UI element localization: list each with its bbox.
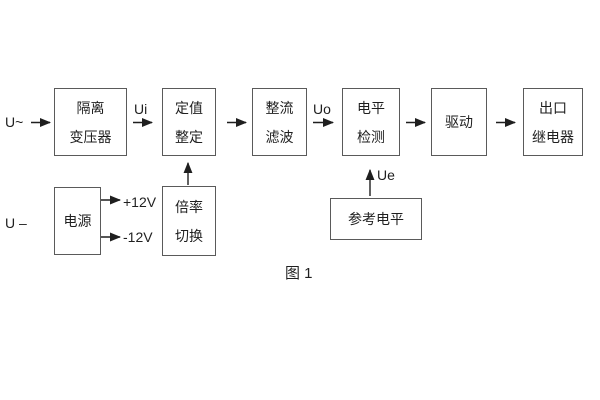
block-label: 电平 [357,99,385,116]
block-label: 驱动 [445,114,473,130]
block-rectify-filter: 整流 滤波 [252,88,307,156]
block-label: 定值 [175,99,203,116]
block-setpoint-adjust: 定值 整定 [162,88,216,156]
block-label: 切换 [175,227,203,244]
rail-label-plus12v: +12V [123,194,157,210]
block-isolation-transformer: 隔离 变压器 [54,88,127,156]
block-label: 整流 [265,99,294,116]
block-label: 电源 [63,213,92,229]
block-label: 继电器 [532,128,574,145]
rail-label-minus12v: -12V [123,229,153,245]
block-driver: 驱动 [431,88,487,156]
block-output-relay: 出口 继电器 [523,88,583,156]
block-label: 倍率 [175,198,203,215]
block-level-detect: 电平 检测 [342,88,400,156]
figure-caption: 图 1 [285,265,313,282]
input-label-dc: U – [5,215,27,231]
block-label: 隔离 [76,99,105,116]
signal-label-ui: Ui [134,101,148,117]
block-power-supply: 电源 [54,187,101,255]
block-label: 滤波 [265,128,294,145]
input-label-ac: U~ [5,114,24,130]
block-label: 检测 [357,128,385,145]
block-label: 整定 [175,128,203,145]
block-label: 出口 [539,99,567,116]
block-label: 参考电平 [348,211,404,227]
block-reference-level: 参考电平 [330,198,422,240]
signal-label-ue: Ue [377,167,395,183]
block-label: 变压器 [69,128,112,145]
signal-label-uo: Uo [313,101,331,117]
block-ratio-switch: 倍率 切换 [162,186,216,256]
